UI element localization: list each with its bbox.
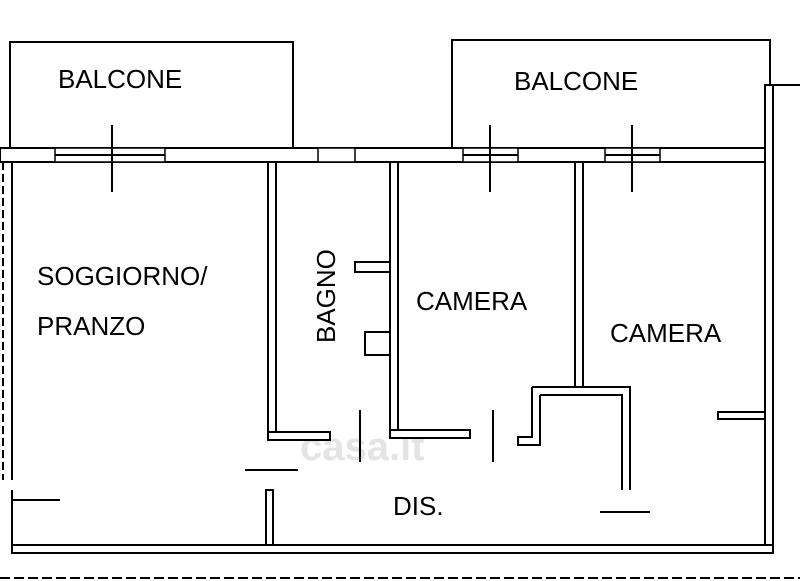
balcony-right [451,39,771,149]
label-pranzo: PRANZO [37,311,145,341]
label-balcone-left: BALCONE [58,64,182,94]
window [317,147,356,163]
right-wall [764,84,774,548]
wall [389,161,399,433]
wall [267,431,331,441]
label-balcone-right: BALCONE [514,66,638,96]
wall [267,161,277,441]
wall [717,411,766,420]
label-camera-2: CAMERA [610,318,722,348]
label-dis: DIS. [393,491,444,521]
wall [389,429,471,439]
label-camera-1: CAMERA [416,286,528,316]
label-bagno: BAGNO [311,249,341,343]
wall [574,161,584,388]
bottom-wall [11,544,774,554]
label-soggiorno: SOGGIORNO/ [37,261,208,291]
balcony-left [9,41,294,149]
